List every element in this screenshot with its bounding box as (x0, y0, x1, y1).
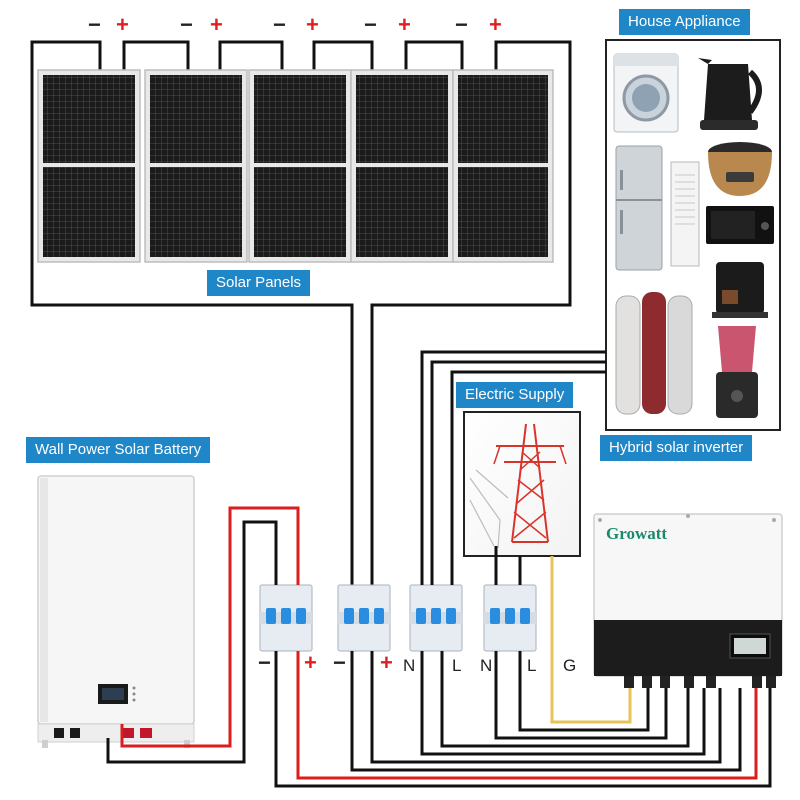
black-wires (106, 350, 772, 788)
coffee-machine-icon (712, 262, 768, 318)
breaker-load (483, 584, 537, 652)
hybrid-inverter (593, 513, 783, 688)
pv-breaker-positive: + (380, 650, 393, 675)
hybrid-inverter-label: Hybrid solar inverter (600, 435, 753, 461)
kettle-icon (698, 58, 762, 130)
grid-live-terminal: L (452, 656, 462, 675)
refrigerator-icon (615, 145, 663, 271)
panel-3-positive: + (306, 12, 319, 37)
solar-panel (144, 69, 248, 263)
rice-cooker-icon (708, 142, 772, 196)
power-tower-icon (469, 423, 567, 549)
electric-supply-label: Electric Supply (456, 382, 574, 408)
load-live-terminal: L (527, 656, 537, 675)
solar-panel (248, 69, 352, 263)
panel-1-negative: − (88, 12, 101, 37)
ground-terminal: G (563, 656, 577, 675)
microwave-icon (706, 206, 774, 244)
washing-machine-icon (613, 53, 679, 133)
floor-air-conditioners-icon (615, 292, 693, 415)
red-wires (120, 506, 758, 780)
panel-3-negative: − (273, 12, 286, 37)
panel-2-positive: + (210, 12, 223, 37)
panel-1-positive: + (116, 12, 129, 37)
panel-5-positive: + (489, 12, 502, 37)
electric-supply-panel (463, 411, 581, 557)
house-appliance-label: House Appliance (619, 9, 750, 35)
solar-panel (37, 69, 141, 263)
air-conditioner-icon (670, 161, 700, 267)
appliance-panel (605, 39, 781, 431)
grid-neutral-terminal: N (403, 656, 416, 675)
breaker-grid (409, 584, 463, 652)
solar-panels (37, 69, 554, 263)
ground-wire (550, 556, 632, 724)
inverter-brand: Growatt (606, 524, 668, 543)
solar-panels-label: Solar Panels (207, 270, 311, 296)
panel-4-positive: + (398, 12, 411, 37)
breaker-pv (337, 584, 391, 652)
solar-panel (350, 69, 454, 263)
battery-label: Wall Power Solar Battery (26, 437, 211, 463)
panel-4-negative: − (364, 12, 377, 37)
solar-panel (452, 69, 554, 263)
breaker-battery (259, 584, 313, 652)
panel-5-negative: − (455, 12, 468, 37)
load-neutral-terminal: N (480, 656, 493, 675)
pv-breaker-negative: − (333, 650, 346, 675)
battery-breaker-positive: + (304, 650, 317, 675)
wall-battery (37, 475, 195, 748)
battery-breaker-negative: − (258, 650, 271, 675)
panel-series-wiring (30, 40, 572, 590)
panel-2-negative: − (180, 12, 193, 37)
breakers (259, 584, 537, 652)
blender-icon (716, 326, 758, 418)
